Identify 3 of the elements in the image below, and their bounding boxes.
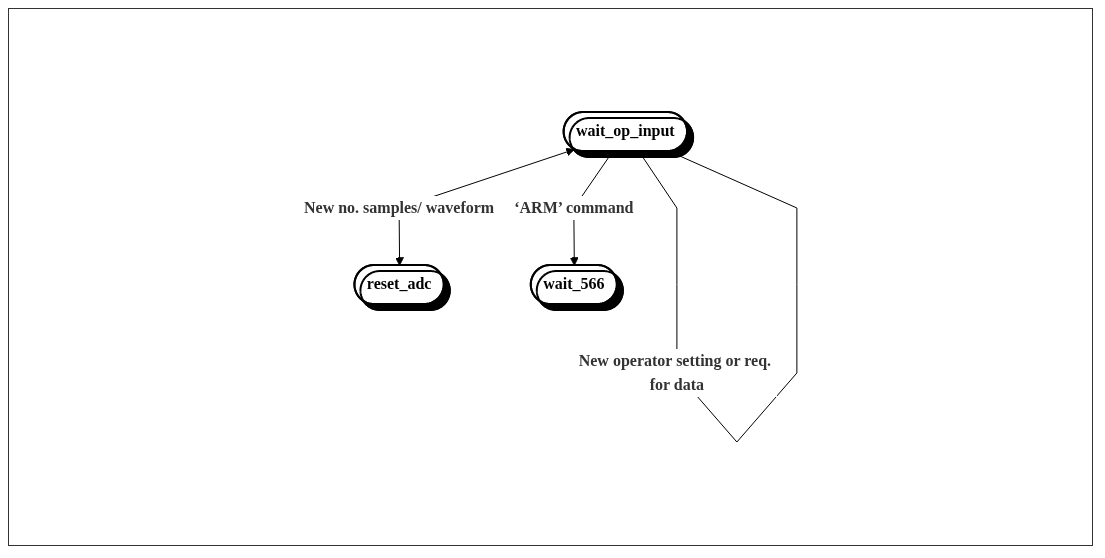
edge-label: ‘ARM’ command [514, 198, 634, 216]
edge-label: New operator setting or req. for data [578, 351, 772, 393]
edge-label: New no. samples/ waveform [304, 198, 495, 216]
